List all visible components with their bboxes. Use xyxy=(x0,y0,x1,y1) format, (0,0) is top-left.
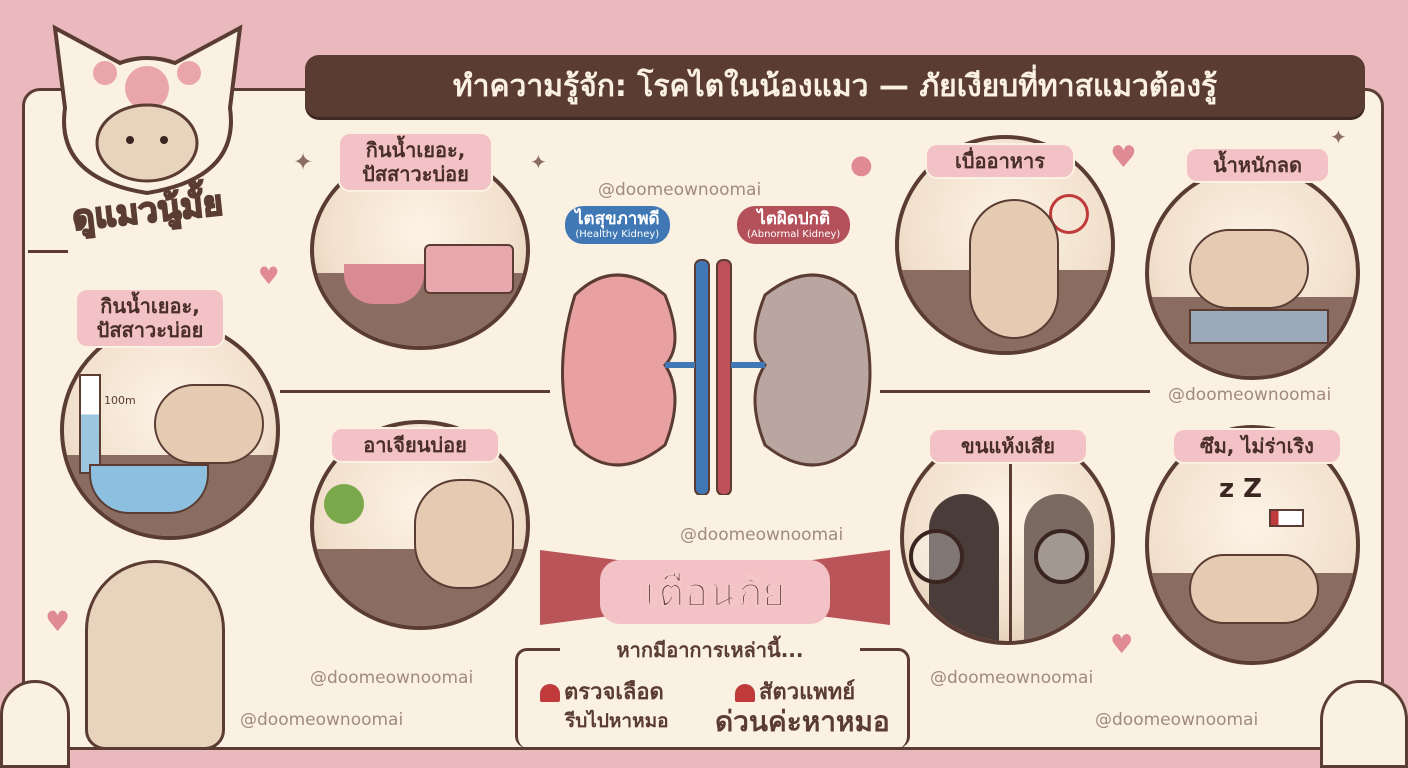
cat-logo-icon xyxy=(52,24,243,196)
beaker-icon xyxy=(79,374,101,474)
action-blood-test-sub: รีบไปหาหมอ xyxy=(565,710,669,732)
no-fish-icon xyxy=(1049,194,1089,234)
magnifier-icon xyxy=(1034,529,1089,584)
symptom-circle-drink-2: 100m xyxy=(60,320,280,540)
heart-icon: ♥ xyxy=(45,605,71,638)
abnormal-kidney-icon xyxy=(753,273,872,467)
symptom-circle-lethargy: z Z xyxy=(1145,425,1360,665)
beaker-label: 100m xyxy=(104,394,136,407)
symptom-label: กินน้ำเยอะ, ปัสสาวะบ่อย xyxy=(75,288,225,348)
sparkle-icon: ✦ xyxy=(1330,125,1347,149)
watermark: @doomeownoomai xyxy=(680,525,844,545)
page-title: ทำความรู้จัก: โรคไตในน้องแมว — ภัยเงียบท… xyxy=(305,55,1365,117)
sick-face-icon xyxy=(324,484,364,524)
symptom-label: ซึม, ไม่ร่าเริง xyxy=(1172,428,1342,464)
action-vet: สัตวแพทย์ xyxy=(735,674,855,709)
abnormal-kidney-label: ไตผิดปกติ(Abnormal Kidney) xyxy=(737,206,851,244)
heart-icon: ♥ xyxy=(1110,140,1137,175)
watermark: @doomeownoomai xyxy=(598,180,762,200)
artery-icon xyxy=(716,259,732,495)
symptom-circle-weight xyxy=(1145,165,1360,380)
logo: ดูแมวนู้มั้ย xyxy=(25,18,270,240)
watermark: @doomeownoomai xyxy=(1095,710,1259,730)
sparkle-icon: ✦ xyxy=(530,150,547,174)
siren-icon xyxy=(735,684,755,702)
paw-print-icon: ● xyxy=(850,150,873,180)
connector xyxy=(880,390,1150,393)
cat-icon xyxy=(969,199,1059,339)
healthy-kidney-label: ไตสุขภาพดี(Healthy Kidney) xyxy=(565,206,670,244)
watermark: @doomeownoomai xyxy=(930,668,1094,688)
kidney-diagram xyxy=(561,259,872,495)
paw-icon xyxy=(1320,680,1408,768)
waving-cat-icon xyxy=(85,560,225,750)
warning-title: เตือนภัย xyxy=(600,560,830,624)
sleeping-cat-icon xyxy=(1189,554,1319,624)
connector xyxy=(280,390,550,393)
low-battery-icon xyxy=(1269,509,1304,527)
heart-icon: ♥ xyxy=(258,262,280,290)
cat-icon xyxy=(154,384,264,464)
siren-icon xyxy=(540,684,560,702)
watermark: @doomeownoomai xyxy=(240,710,404,730)
symptom-label: กินน้ำเยอะ, ปัสสาวะบ่อย xyxy=(338,132,493,192)
sleep-z-icon: z Z xyxy=(1219,474,1263,504)
healthy-kidney-icon xyxy=(561,273,677,467)
cat-icon xyxy=(414,479,514,589)
action-vet-sub: ด่วนค่ะหาหมอ xyxy=(715,705,890,738)
paw-icon xyxy=(0,680,70,768)
connector xyxy=(28,250,68,253)
watermark: @doomeownoomai xyxy=(310,668,474,688)
vein-icon xyxy=(694,259,710,495)
magnifier-icon xyxy=(909,529,964,584)
heart-icon: ♥ xyxy=(1110,630,1134,660)
cat-icon xyxy=(1189,229,1309,309)
symptom-label: ขนแห้งเสีย xyxy=(928,428,1088,464)
symptom-label: เบื่ออาหาร xyxy=(925,143,1075,179)
scale-icon xyxy=(1189,309,1329,344)
litter-box-icon xyxy=(424,244,514,294)
symptom-circle-drink xyxy=(310,150,530,350)
watermark: @doomeownoomai xyxy=(1168,385,1332,405)
water-bowl-icon xyxy=(89,464,209,514)
symptom-circle-fur xyxy=(900,430,1115,645)
water-bowl-icon xyxy=(344,264,424,304)
sparkle-icon: ✦ xyxy=(293,148,314,176)
symptom-label: อาเจียนบ่อย xyxy=(330,427,500,463)
symptom-label: น้ำหนักลด xyxy=(1185,147,1330,183)
warning-subtitle: หากมีอาการเหล่านี้... xyxy=(560,634,860,666)
action-blood-test: ตรวจเลือด xyxy=(540,674,664,709)
